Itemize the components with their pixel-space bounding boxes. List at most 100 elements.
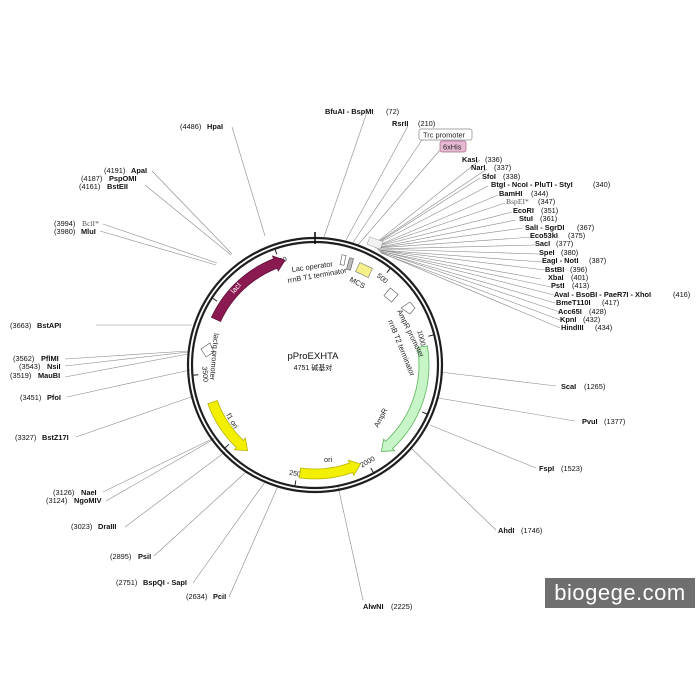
- site-nsii: (3543)NsiI: [19, 362, 61, 371]
- site-bstapi: (3663)BstAPI: [10, 321, 61, 330]
- site-name: Eco53kI: [530, 231, 558, 240]
- site-name: SacI: [535, 239, 550, 248]
- site-position: (3451): [20, 393, 41, 402]
- site-draiii: (3023)DraIII: [71, 522, 116, 531]
- watermark: biogege.com: [545, 578, 695, 608]
- site-naei: (3126)NaeI: [53, 488, 97, 497]
- site-name: BamHI: [499, 189, 522, 198]
- site-hpai: (4486)HpaI: [180, 122, 223, 131]
- trc-promoter-box: Trc promoter: [418, 128, 473, 141]
- site-psii: (2895)PsiI: [110, 552, 151, 561]
- site-name: SfoI: [482, 172, 496, 181]
- site-name: BstEII: [107, 182, 128, 191]
- site-position: (396): [570, 265, 587, 274]
- feature-arrows: [207, 255, 430, 480]
- site-position: (1523): [561, 464, 582, 473]
- site-position: (210): [418, 119, 435, 128]
- laciq-promoter-label: lacIq promoter: [208, 333, 221, 381]
- site-name: MauBI: [38, 371, 60, 380]
- site-bspei: BspEI*(347): [506, 197, 555, 206]
- site-position: (416): [673, 290, 690, 299]
- tick-4000: [211, 297, 218, 302]
- site-name: ScaI: [561, 382, 576, 391]
- site-name: BmeT110I: [556, 298, 591, 307]
- site-fspi: FspI(1523): [539, 464, 582, 473]
- site-name: Acc65I: [558, 307, 582, 316]
- site-name: SalI - SgrDI: [525, 223, 564, 232]
- site-position: (1265): [584, 382, 605, 391]
- site-position: (1746): [521, 526, 542, 535]
- feature-ori-arrow: [298, 459, 362, 480]
- site-sali-sgrdi: SalI - SgrDI(367): [525, 223, 594, 232]
- site-scai: ScaI (1265): [561, 382, 605, 391]
- site-name: NsiI: [47, 362, 61, 371]
- tick-label-2500: 2500: [289, 470, 306, 479]
- site-position: (344): [531, 189, 548, 198]
- site-position: (428): [589, 307, 606, 316]
- site-eagi-noti: EagI - NotI(387): [542, 256, 606, 265]
- site-position: (2751): [116, 578, 137, 587]
- site-position: (2634): [186, 592, 207, 601]
- ori-label: ori: [324, 455, 333, 464]
- site-pfoi: (3451)PfoI: [20, 393, 61, 402]
- mcs-sites-cluster: [366, 236, 384, 250]
- site-name: BstZ17I: [42, 433, 69, 442]
- site-stui: StuI (361): [519, 214, 557, 223]
- site-btgi-ncoi-pluti-styi: BtgI - NcoI - PluTI - StyI(340): [491, 180, 610, 189]
- site-name: PflMI: [41, 354, 59, 363]
- site-name: KpnI: [560, 315, 576, 324]
- site-bmet110i: BmeT110I(417): [556, 298, 619, 307]
- site-position: (361): [540, 214, 557, 223]
- site-eco53ki: Eco53kI (375): [530, 231, 585, 240]
- site-pvui: PvuI(1377): [582, 417, 625, 426]
- rrnb-t2-terminator-glyph: [383, 287, 399, 303]
- site-hindiii: HindIII(434): [561, 323, 612, 332]
- site-position: (375): [568, 231, 585, 240]
- laciq-promoter-glyph: [200, 342, 215, 358]
- trc-promoter-text: Trc promoter: [423, 131, 466, 140]
- site-ngomiv: (3124) NgoMIV: [46, 496, 102, 505]
- site-name: PspOMI: [109, 174, 137, 183]
- tick-4500: [274, 248, 278, 255]
- feature-f1-ori-arrow: [207, 399, 249, 452]
- site-position: (377): [556, 239, 573, 248]
- site-nari: NarI(337): [471, 163, 511, 172]
- mcs-glyph: [355, 262, 373, 278]
- site-position: (351): [541, 206, 558, 215]
- site-name: AlwNI: [363, 602, 384, 611]
- site-pflmi: (3562)PflMI: [13, 354, 59, 363]
- site-name: PciI: [213, 592, 226, 601]
- site-spei: SpeI(380): [539, 248, 578, 257]
- site-position: (347): [538, 197, 555, 206]
- mcs-label: MCS: [348, 275, 367, 291]
- site-position: (1377): [604, 417, 625, 426]
- site-name: RsrII: [392, 119, 408, 128]
- site-position: (3124): [46, 496, 67, 505]
- plasmid-name: pProEXHTA: [287, 351, 339, 362]
- rrnb-t1-terminator-glyph: [346, 257, 354, 271]
- site-psti: PstI(413): [551, 281, 589, 290]
- site-position: (2225): [391, 602, 412, 611]
- site-position: (3994): [54, 219, 75, 228]
- tick-1000: [428, 334, 435, 337]
- site-name: HpaI: [207, 122, 223, 131]
- leader-lines: [64, 114, 576, 601]
- mcs-site-list: KasI(336) NarI(337) SfoI(338) BtgI - Nco…: [462, 155, 690, 332]
- site-name: ApaI: [131, 166, 147, 175]
- site-name: BstBI: [545, 265, 564, 274]
- site-name: BfuAI - BspMI: [325, 107, 373, 116]
- site-bfuai-bspmi: BfuAI - BspMI (72): [325, 107, 399, 116]
- site-name: BstAPI: [37, 321, 61, 330]
- site-name: NgoMIV: [74, 496, 102, 505]
- site-name: EagI - NotI: [542, 256, 579, 265]
- site-ahdi: AhdI(1746): [498, 526, 542, 535]
- site-mlui: (3980)MluI: [54, 227, 96, 236]
- site-name: BspQI - SapI: [143, 578, 187, 587]
- site-name: StuI: [519, 214, 533, 223]
- site-ecori: EcoRI(351): [513, 206, 558, 215]
- site-avai-bsobi-paer7i-xhoi: AvaI - BsoBI - PaeR7I - XhoI(416): [554, 290, 690, 299]
- outer-right-sites: ScaI (1265) PvuI(1377) FspI(1523) AhdI(17…: [363, 382, 625, 611]
- tick-500: [386, 267, 391, 273]
- site-name: HindIII: [561, 323, 584, 332]
